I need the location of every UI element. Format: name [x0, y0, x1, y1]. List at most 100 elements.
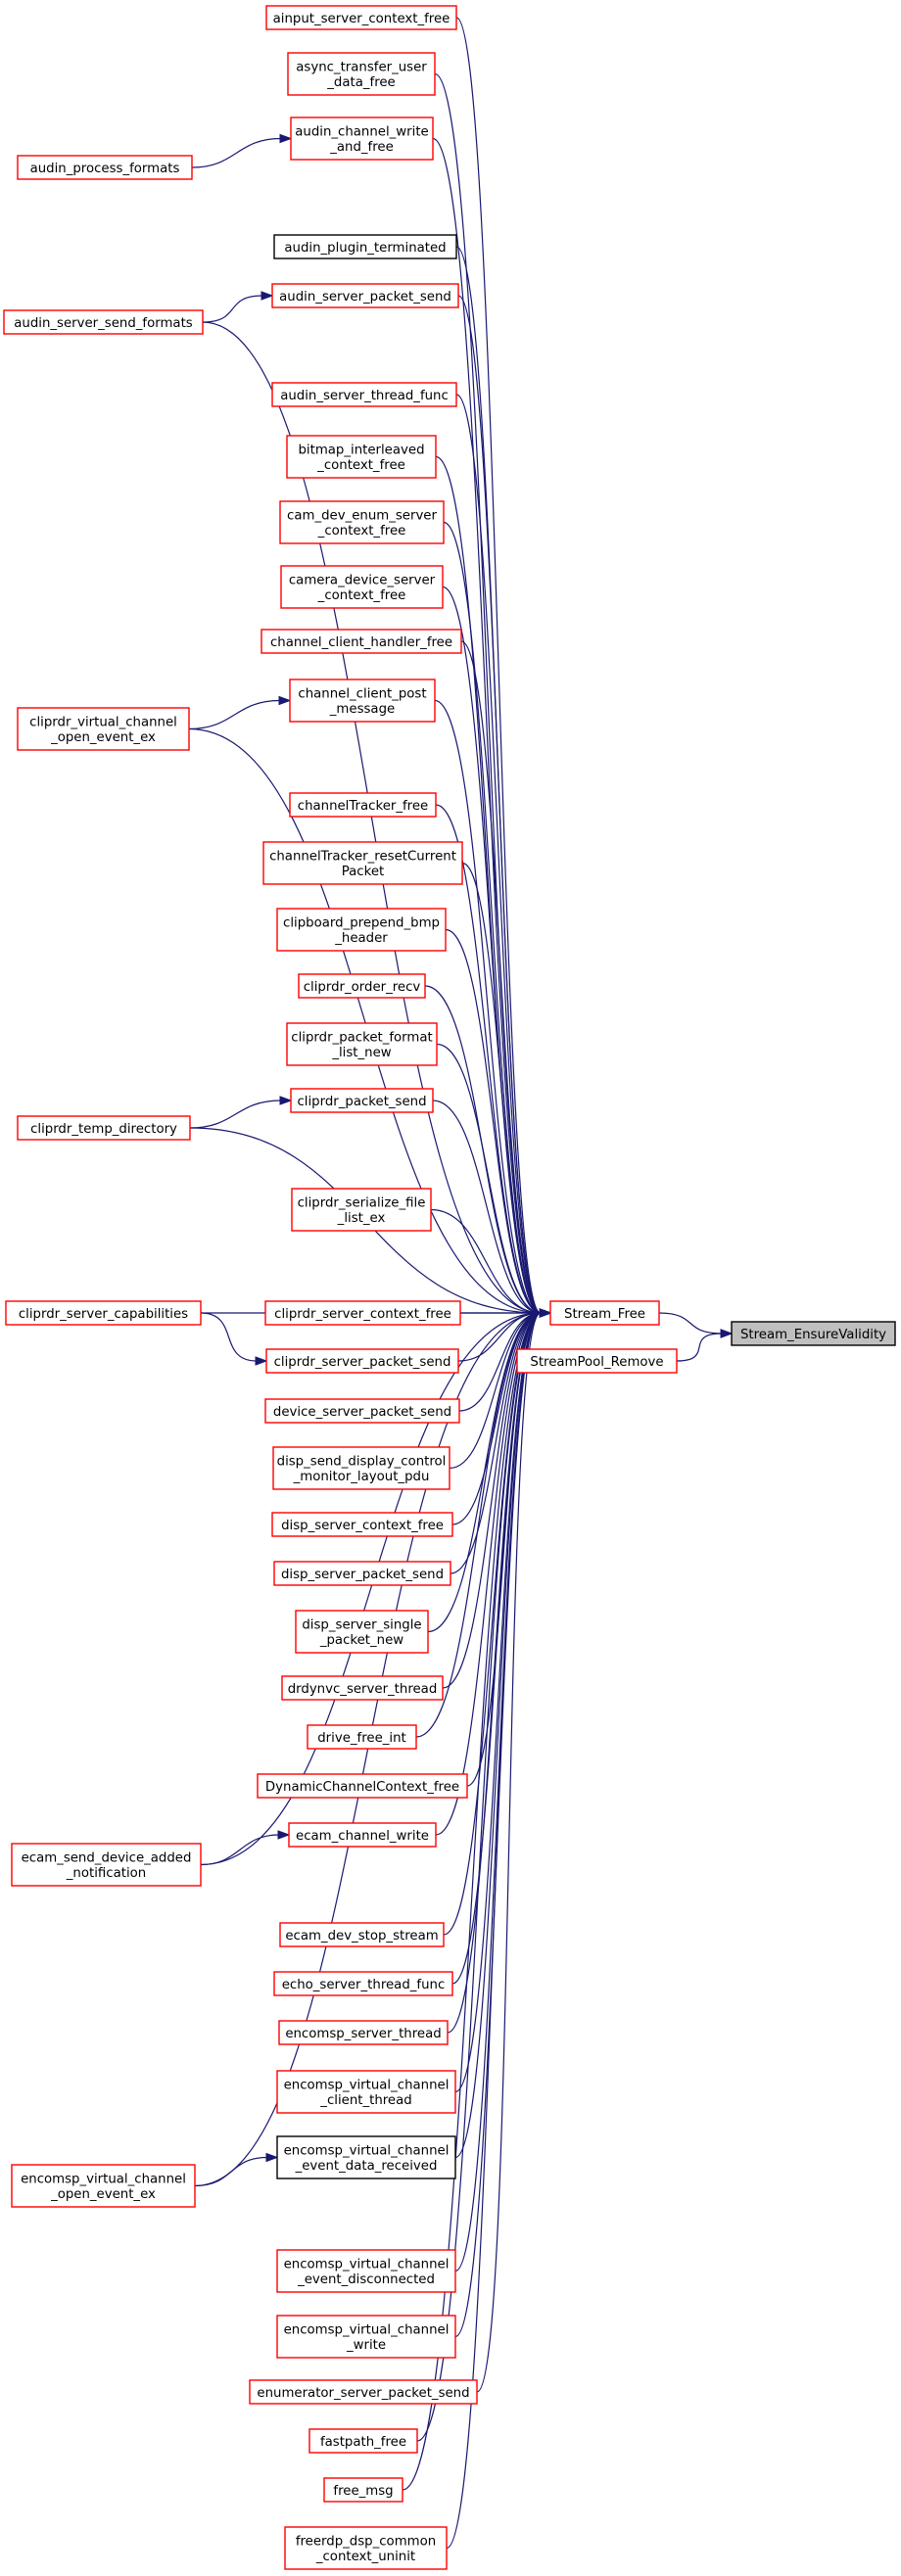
- edge-cliprdr_virtual_channel_open_event_ex-to-channel_client_post_message: [188, 699, 281, 730]
- node-ecam-dev-stop-stream[interactable]: ecam_dev_stop_stream: [279, 1922, 445, 1947]
- node-label: _open_event_ex: [50, 730, 156, 745]
- node-stream-free[interactable]: Stream_Free: [549, 1300, 660, 1326]
- node-echo-server-thread-func[interactable]: echo_server_thread_func: [273, 1971, 453, 1996]
- node-disp-server-packet-send[interactable]: disp_server_packet_send: [273, 1561, 451, 1586]
- node-audin-channel-write-and-free[interactable]: audin_channel_write_and_free: [290, 117, 434, 161]
- node-audin-process-formats[interactable]: audin_process_formats: [17, 155, 193, 180]
- node-streampool-remove[interactable]: StreamPool_Remove: [516, 1348, 678, 1374]
- node-channeltracker-free[interactable]: channelTracker_free: [289, 792, 437, 818]
- node-label: cliprdr_server_capabilities: [19, 1307, 188, 1322]
- node-cliprdr-packet-format-list-new[interactable]: cliprdr_packet_format_list_new: [286, 1022, 438, 1066]
- node-encomsp-server-thread[interactable]: encomsp_server_thread: [278, 2020, 449, 2045]
- node-box: [278, 2020, 449, 2045]
- node-dynamicchannelcontext-free[interactable]: DynamicChannelContext_free: [257, 1773, 468, 1799]
- node-box: [272, 1446, 450, 1490]
- node-disp-send-display-control-monitor-layout-pdu[interactable]: disp_send_display_control_monitor_layout…: [272, 1446, 450, 1490]
- node-drive-free-int[interactable]: drive_free_int: [307, 1724, 417, 1750]
- node-box: [276, 2070, 456, 2114]
- node-label: _header: [334, 931, 388, 946]
- edge-stream_free-to-stream_ensurevalidity: [658, 1312, 723, 1335]
- node-label: ecam_send_device_added: [22, 1851, 192, 1866]
- node-ecam-send-device-added-notification[interactable]: ecam_send_device_added_notification: [11, 1843, 202, 1887]
- node-label: encomsp_server_thread: [285, 2027, 441, 2041]
- node-ecam-channel-write[interactable]: ecam_channel_write: [288, 1822, 437, 1848]
- node-channel-client-post-message[interactable]: channel_client_post_message: [289, 679, 436, 723]
- node-box: [265, 5, 457, 30]
- node-encomsp-virtual-channel-write[interactable]: encomsp_virtual_channel_write: [276, 2315, 456, 2359]
- edge-channeltracker_free-to-stream_free: [435, 804, 542, 1314]
- node-encomsp-virtual-channel-event-data-received[interactable]: encomsp_virtual_channel_event_data_recei…: [276, 2135, 456, 2179]
- node-box: [279, 1922, 445, 1947]
- node-label: ecam_dev_stop_stream: [285, 1929, 438, 1944]
- node-audin-server-packet-send[interactable]: audin_server_packet_send: [271, 283, 459, 308]
- node-box: [257, 1773, 468, 1799]
- node-ainput-server-context-free[interactable]: ainput_server_context_free: [265, 5, 457, 30]
- node-box: [5, 1300, 202, 1326]
- edge-fastpath_free-to-stream_free: [416, 1312, 542, 2442]
- node-box: [17, 155, 193, 180]
- node-label: _and_free: [329, 140, 394, 155]
- node-box: [289, 679, 436, 723]
- node-box: [286, 1022, 438, 1066]
- node-box: [290, 1088, 434, 1113]
- node-channel-client-handler-free[interactable]: channel_client_handler_free: [261, 629, 462, 654]
- node-box: [3, 309, 204, 335]
- node-cliprdr-serialize-file-list-ex[interactable]: cliprdr_serialize_file_list_ex: [291, 1188, 432, 1232]
- node-enumerator-server-packet-send[interactable]: enumerator_server_packet_send: [249, 2379, 478, 2405]
- node-audin-plugin-terminated[interactable]: audin_plugin_terminated: [273, 234, 457, 259]
- node-device-server-packet-send[interactable]: device_server_packet_send: [264, 1398, 460, 1424]
- node-label: Stream_EnsureValidity: [740, 1328, 886, 1342]
- edge-channel_client_post_message-to-stream_free: [434, 699, 542, 1314]
- node-audin-server-thread-func[interactable]: audin_server_thread_func: [271, 382, 457, 407]
- node-label: _context_uninit: [315, 2550, 415, 2564]
- node-label: disp_server_single: [302, 1618, 421, 1633]
- node-cam-dev-enum-server-context-free[interactable]: cam_dev_enum_server_context_free: [279, 500, 445, 544]
- node-audin-server-send-formats[interactable]: audin_server_send_formats: [3, 309, 204, 335]
- node-label: drdynvc_server_thread: [288, 1682, 438, 1697]
- node-label: _event_disconnected: [297, 2272, 435, 2287]
- node-cliprdr-server-context-free[interactable]: cliprdr_server_context_free: [264, 1300, 461, 1326]
- edge-drive_free_int-to-stream_free: [415, 1312, 542, 1738]
- node-cliprdr-temp-directory[interactable]: cliprdr_temp_directory: [17, 1115, 191, 1141]
- node-freerdp-dsp-common-context-uninit[interactable]: freerdp_dsp_common_context_uninit: [284, 2526, 448, 2570]
- node-cliprdr-server-capabilities[interactable]: cliprdr_server_capabilities: [5, 1300, 202, 1326]
- node-label: _context_free: [316, 458, 405, 473]
- node-box: [271, 1512, 453, 1537]
- node-label: _list_new: [331, 1046, 391, 1060]
- node-clipboard-prepend-bmp-header[interactable]: clipboard_prepend_bmp_header: [276, 908, 447, 952]
- node-cliprdr-order-recv[interactable]: cliprdr_order_recv: [298, 973, 426, 999]
- node-encomsp-virtual-channel-open-event-ex[interactable]: encomsp_virtual_channel_open_event_ex: [11, 2164, 196, 2208]
- node-label: channel_client_post: [298, 687, 426, 702]
- node-label: audin_server_send_formats: [14, 316, 193, 331]
- edge-arrowhead: [539, 1308, 552, 1318]
- node-bitmap-interleaved-context-free[interactable]: bitmap_interleaved_context_free: [286, 435, 437, 479]
- node-free-msg[interactable]: free_msg: [323, 2477, 403, 2503]
- edge-audin_server_send_formats-to-audin_server_packet_send: [202, 295, 263, 323]
- node-encomsp-virtual-channel-event-disconnected[interactable]: encomsp_virtual_channel_event_disconnect…: [276, 2249, 456, 2293]
- node-stream-ensurevalidity[interactable]: Stream_EnsureValidity: [731, 1321, 896, 1346]
- node-label: free_msg: [333, 2484, 393, 2499]
- node-box: [273, 1971, 453, 1996]
- node-label: _notification: [66, 1866, 146, 1881]
- node-box: [307, 1724, 417, 1750]
- node-box: [516, 1348, 678, 1374]
- node-disp-server-single-packet-new[interactable]: disp_server_single_packet_new: [295, 1610, 429, 1654]
- node-encomsp-virtual-channel-client-thread[interactable]: encomsp_virtual_channel_client_thread: [276, 2070, 456, 2114]
- node-label: channelTracker_resetCurrent: [269, 850, 456, 865]
- node-cliprdr-packet-send[interactable]: cliprdr_packet_send: [290, 1088, 434, 1113]
- node-disp-server-context-free[interactable]: disp_server_context_free: [271, 1512, 453, 1537]
- node-cliprdr-server-packet-send[interactable]: cliprdr_server_packet_send: [265, 1348, 459, 1374]
- node-label: freerdp_dsp_common: [296, 2535, 436, 2550]
- node-async-transfer-user-data-free[interactable]: async_transfer_user_data_free: [287, 52, 436, 96]
- node-cliprdr-virtual-channel-open-event-ex[interactable]: cliprdr_virtual_channel_open_event_ex: [17, 707, 190, 751]
- edge-encomsp_virtual_channel_open_event_ex-to-stream_free: [194, 1312, 542, 2187]
- edge-arrowhead: [279, 1096, 293, 1105]
- node-drdynvc-server-thread[interactable]: drdynvc_server_thread: [281, 1675, 444, 1701]
- node-label: _client_thread: [319, 2093, 411, 2108]
- node-camera-device-server-context-free[interactable]: camera_device_server_context_free: [280, 565, 444, 609]
- node-label: _write: [346, 2338, 386, 2353]
- node-box: [11, 2164, 196, 2208]
- node-fastpath-free[interactable]: fastpath_free: [308, 2428, 418, 2454]
- edge-audin_server_packet_send-to-stream_free: [457, 295, 542, 1314]
